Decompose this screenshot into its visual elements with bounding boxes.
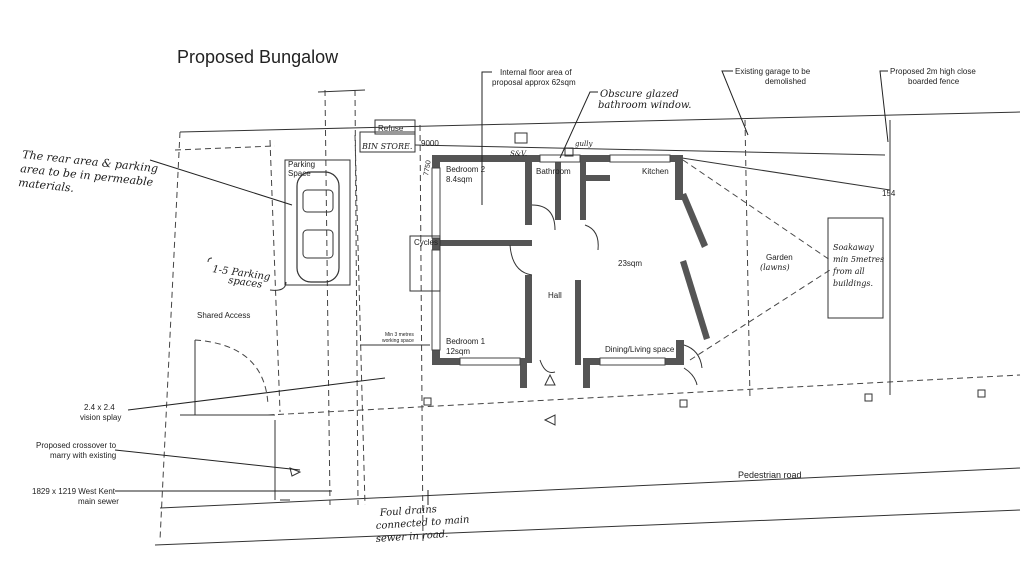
soakaway-note-1: Soakaway xyxy=(833,243,874,252)
door-swings xyxy=(509,204,703,386)
bedroom2-label: Bedroom 2 xyxy=(446,165,486,174)
soakaway-note-3: from all xyxy=(832,267,865,276)
bathroom-label: Bathroom xyxy=(536,167,571,176)
bin-store-label: BIN STORE. xyxy=(361,142,412,151)
foul-drains-note-1: Foul drains xyxy=(378,504,437,519)
foul-drains-note-3: sewer in road. xyxy=(375,529,448,545)
dim-7750: 7750 xyxy=(423,160,433,177)
dining-label: Dining/Living space xyxy=(605,345,675,354)
parking-spaces-note-2: spaces xyxy=(228,275,263,291)
refuse-label: Refuse xyxy=(378,124,404,133)
top-annotations: Internal floor area of proposal approx 6… xyxy=(481,67,976,205)
dimensions: 9000 7750 154 xyxy=(414,120,896,395)
bedroom2-area: 8.4sqm xyxy=(446,175,473,184)
room-labels: Bedroom 2 8.4sqm Bathroom Kitchen Cycles… xyxy=(197,165,802,480)
drainage-points: S&V. gully xyxy=(510,132,593,158)
floor-area-note-1: Internal floor area of xyxy=(500,68,572,77)
soakaway xyxy=(827,217,884,319)
garden-area: Soakaway min 5metres from all buildings. xyxy=(682,119,884,401)
floor-area-note-2: proposal approx 62sqm xyxy=(492,78,576,87)
crossover-note-2: marry with existing xyxy=(50,451,116,460)
site-boundary xyxy=(154,111,1021,546)
dim-154: 154 xyxy=(882,189,896,198)
parking-space: Parking Space xyxy=(284,159,351,286)
bungalow-walls xyxy=(431,154,710,388)
vision-splay-note-1: 2.4 x 2.4 xyxy=(84,403,115,412)
existing-garage-note-2: demolished xyxy=(765,77,806,86)
fence-posts xyxy=(423,389,986,408)
garden-label: Garden xyxy=(766,253,793,262)
shared-access-label: Shared Access xyxy=(197,311,250,320)
fence-note-1: Proposed 2m high close xyxy=(890,67,976,76)
parking-space-label-1: Parking xyxy=(288,160,315,169)
vision-splay-note-2: vision splay xyxy=(80,413,121,422)
bedroom1-label: Bedroom 1 xyxy=(446,337,486,346)
gully-label: gully xyxy=(575,140,593,148)
gate-swing xyxy=(194,339,269,406)
bedroom1-area: 12sqm xyxy=(446,347,470,356)
dim-9000: 9000 xyxy=(421,139,439,148)
main-sewer-line xyxy=(317,89,366,506)
pedestrian-road-label: Pedestrian road xyxy=(738,470,802,480)
working-space-note-2: working space xyxy=(382,338,414,344)
left-annotations: The rear area & parking area to be in pe… xyxy=(18,148,386,506)
garden-sub-label: (lawns) xyxy=(760,263,790,272)
page-title: Proposed Bungalow xyxy=(177,47,339,67)
kitchen-label: Kitchen xyxy=(642,167,669,176)
working-space-note-1: Min 3 metres xyxy=(385,332,414,338)
existing-garage-note-1: Existing garage to be xyxy=(735,67,811,76)
obscure-glazed-note-2: bathroom window. xyxy=(598,100,691,111)
bin-store: Refuse BIN STORE. xyxy=(359,119,416,153)
fence-note-2: boarded fence xyxy=(908,77,960,86)
area-23-label: 23sqm xyxy=(618,259,642,268)
cycles-label: Cycles xyxy=(414,238,438,247)
svp-label: S&V. xyxy=(510,150,527,158)
rear-area-note-3: materials. xyxy=(18,176,75,195)
parking-space-label-2: Space xyxy=(288,169,311,178)
soakaway-note-2: min 5metres xyxy=(833,255,884,264)
sewer-note-1: 1829 x 1219 West Kent xyxy=(32,487,116,496)
hall-label: Hall xyxy=(548,291,562,300)
crossover-note-1: Proposed crossover to xyxy=(36,441,117,450)
arrows xyxy=(289,373,556,477)
soakaway-note-4: buildings. xyxy=(833,279,873,288)
obscure-glazed-note-1: Obscure glazed xyxy=(600,89,679,100)
sewer-note-2: main sewer xyxy=(78,497,119,506)
cycle-store xyxy=(409,235,441,292)
